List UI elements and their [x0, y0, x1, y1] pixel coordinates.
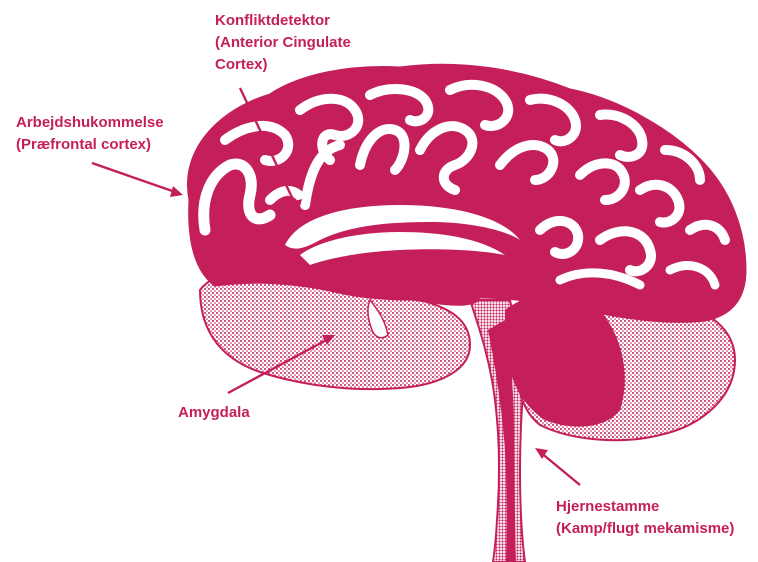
- label-arbejdshukommelse-line1: Arbejdshukommelse: [16, 112, 164, 134]
- arrowhead-arbejds: [170, 186, 183, 197]
- label-arbejdshukommelse-line2: (Præfrontal cortex): [16, 134, 164, 156]
- label-hjernestamme: Hjernestamme (Kamp/flugt mekamisme): [556, 496, 734, 540]
- label-hjernestamme-line1: Hjernestamme: [556, 496, 734, 518]
- label-amygdala-line1: Amygdala: [178, 402, 250, 424]
- label-konfliktdetektor: Konfliktdetektor (Anterior Cingulate Cor…: [215, 10, 351, 76]
- label-amygdala: Amygdala: [178, 402, 250, 424]
- arrow-hjerne: [540, 452, 580, 485]
- label-konfliktdetektor-line3: Cortex): [215, 54, 351, 76]
- label-hjernestamme-line2: (Kamp/flugt mekamisme): [556, 518, 734, 540]
- label-konfliktdetektor-line1: Konfliktdetektor: [215, 10, 351, 32]
- arrow-arbejds: [92, 163, 178, 193]
- label-konfliktdetektor-line2: (Anterior Cingulate: [215, 32, 351, 54]
- label-arbejdshukommelse: Arbejdshukommelse (Præfrontal cortex): [16, 112, 164, 156]
